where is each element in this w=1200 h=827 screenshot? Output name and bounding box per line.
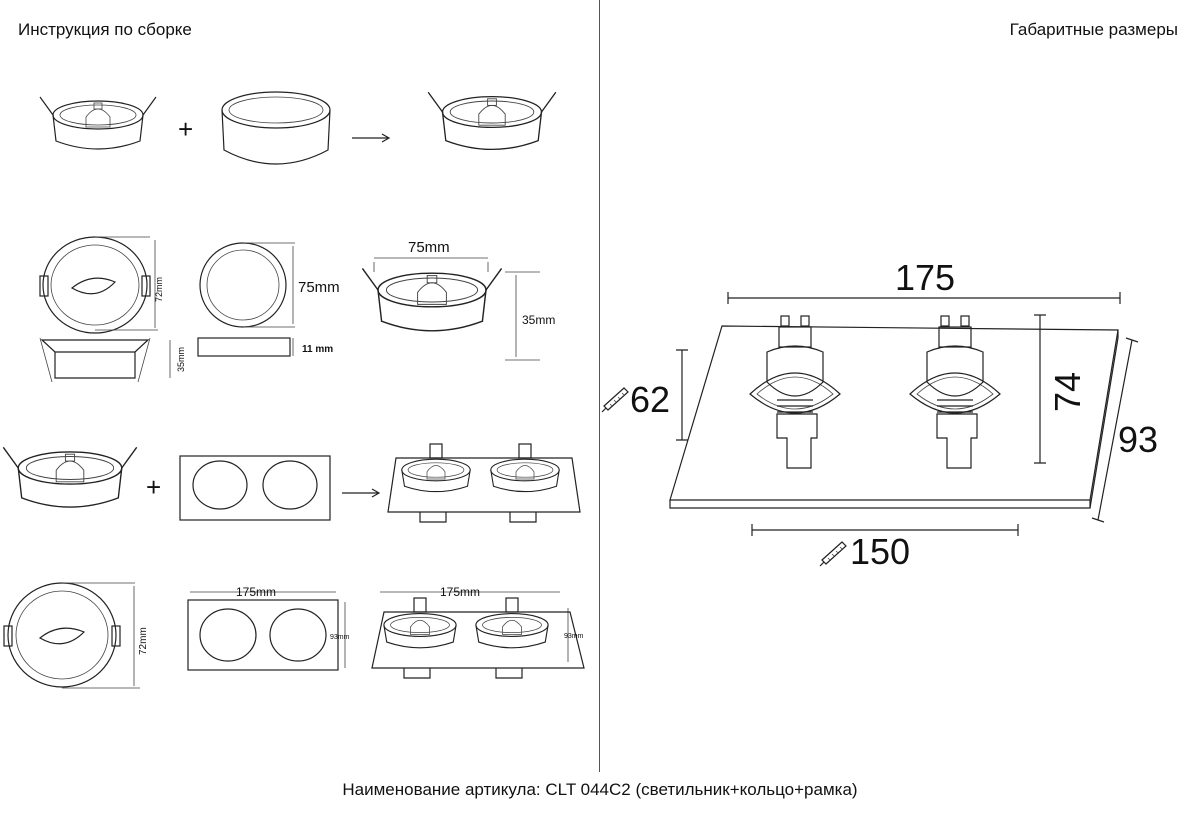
dimensions-title: Габаритные размеры	[1009, 20, 1178, 39]
assembly-title: Инструкция по сборке	[18, 20, 192, 39]
row4-assembled	[371, 591, 585, 679]
ring-width-label: 75mm	[298, 279, 340, 296]
plus-sign-2: +	[146, 472, 161, 502]
row2-fixture-top	[39, 236, 158, 334]
assembled-height-label: 35mm	[522, 313, 555, 327]
clip-height-label: 35mm	[176, 347, 186, 372]
row2-ring-side	[197, 337, 294, 357]
dimension-length-label: 175	[895, 257, 955, 298]
frame-length-label: 175mm	[236, 585, 276, 599]
assembled-frame-length-label: 175mm	[440, 585, 480, 599]
fixture-height-label: 72mm	[154, 277, 164, 302]
saw-icon-2	[819, 541, 847, 567]
dimension-cutout-diameter-line	[676, 349, 688, 441]
row4-frame	[187, 591, 346, 671]
arrow-right-2	[342, 488, 381, 498]
row3-assembled	[387, 443, 581, 523]
row3-frame	[179, 455, 331, 521]
row2-ring-top	[199, 242, 295, 328]
ring-thickness-label: 11 mm	[302, 344, 333, 355]
row3-fixture	[2, 446, 138, 508]
row4-fixture-top	[3, 582, 140, 689]
gu10-fixture-left	[749, 315, 841, 469]
arrow-right	[352, 133, 391, 143]
frame-plate	[669, 325, 1119, 509]
article-name: Наименование артикула: CLT 044C2 (светил…	[342, 780, 858, 799]
dimension-cutout-length-label: 150	[850, 531, 910, 572]
dimension-cutout-length-line	[751, 524, 1019, 536]
row1-assembled	[427, 91, 557, 151]
dimension-height-line	[1034, 314, 1046, 464]
row2-fixture-side	[39, 337, 171, 383]
dimension-depth-line	[1091, 337, 1139, 523]
dimension-cutout-diameter-label: 62	[630, 379, 670, 420]
assembled-diameter-label: 75mm	[408, 239, 450, 256]
frame-height-label: 93mm	[330, 634, 350, 641]
fixture-height-label-2: 72mm	[138, 627, 149, 655]
plus-sign: +	[178, 114, 193, 144]
dimension-length-line	[727, 292, 1121, 304]
saw-icon	[601, 387, 629, 413]
dimension-height-label: 74	[1047, 372, 1088, 412]
gu10-fixture-right	[909, 315, 1001, 469]
row2-assembled	[361, 257, 540, 361]
assembled-frame-height-label: 93mm	[564, 633, 584, 640]
section-divider	[599, 0, 600, 772]
row1-fixture	[39, 96, 157, 150]
row1-ring	[221, 91, 331, 165]
dimension-depth-label: 93	[1118, 419, 1158, 460]
